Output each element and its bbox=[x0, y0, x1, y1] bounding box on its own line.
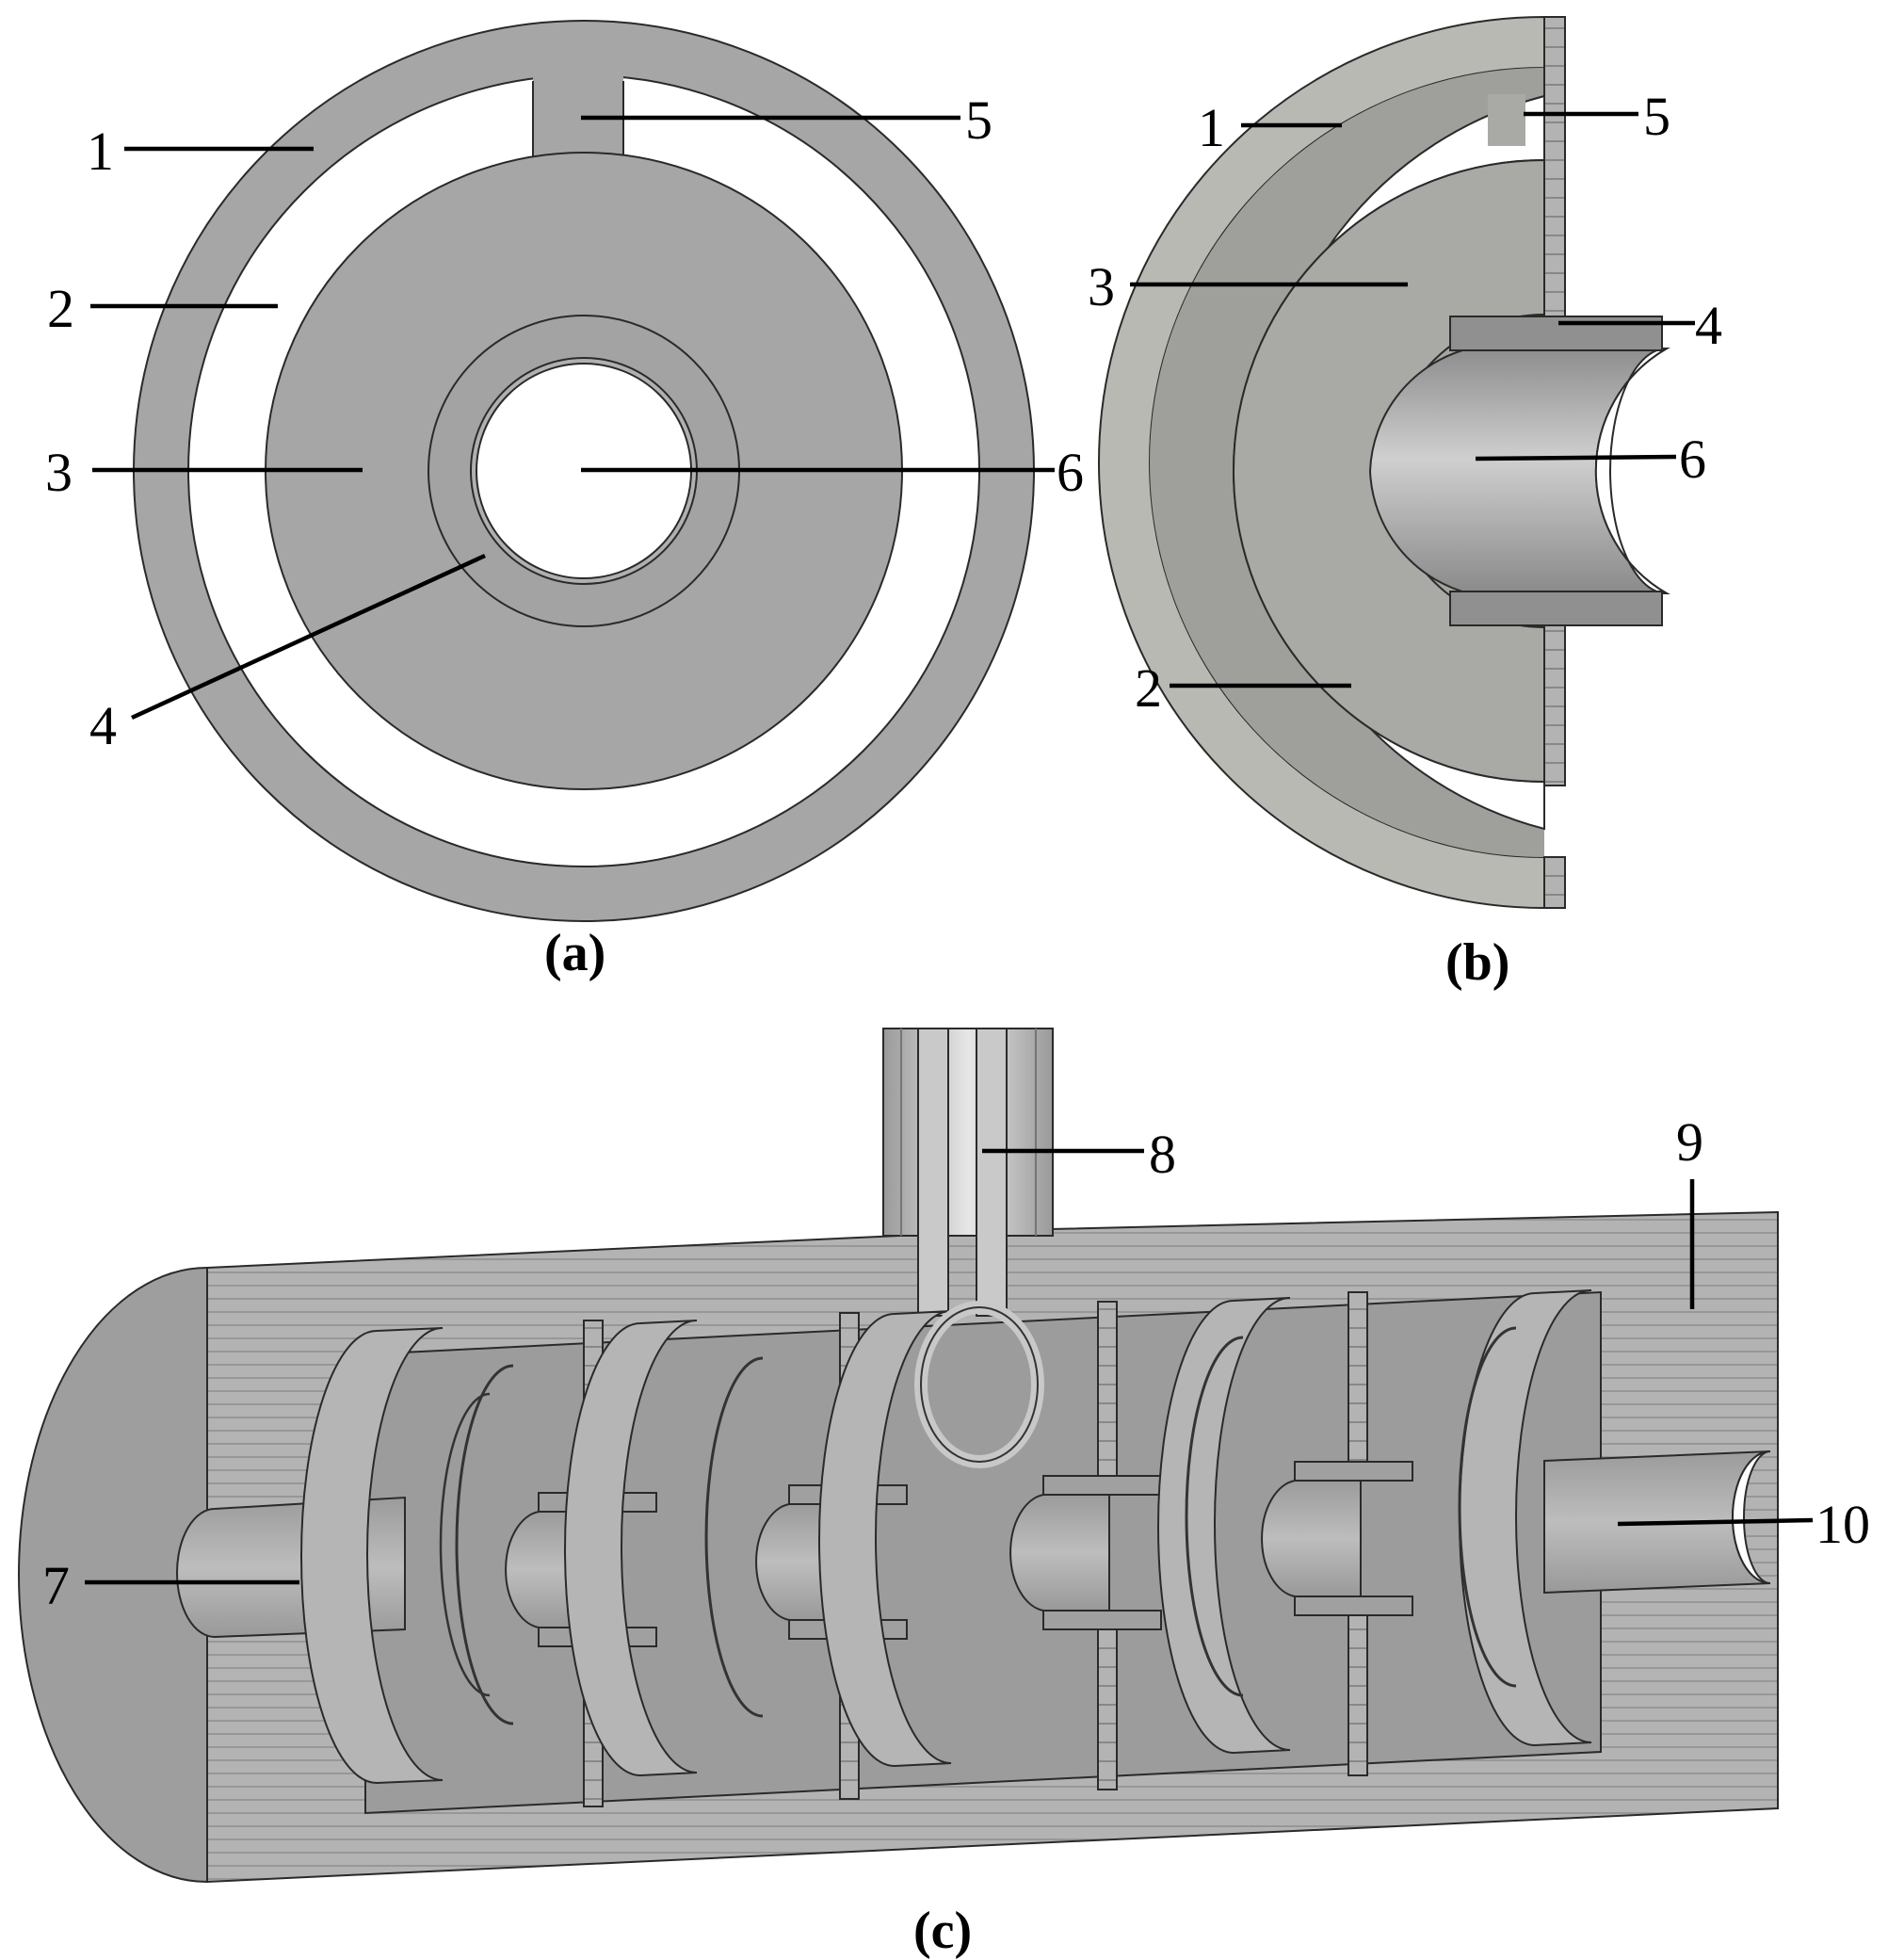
callout-b-4: 4 bbox=[1695, 295, 1722, 356]
callout-b-5: 5 bbox=[1643, 86, 1670, 147]
wall-section-lower bbox=[1543, 624, 1566, 786]
callout-c-10: 10 bbox=[1815, 1494, 1870, 1555]
caption-a: (a) bbox=[544, 924, 605, 982]
callout-c-9: 9 bbox=[1676, 1111, 1703, 1173]
panel-b-half-section: 1 2 3 4 5 6 (b) bbox=[1088, 15, 1722, 992]
callout-a-3: 3 bbox=[45, 442, 73, 503]
panel-c-assembly: 7 8 9 10 (c) bbox=[18, 1028, 1870, 1960]
panel-a-front-view: 1 2 3 4 5 6 (a) bbox=[45, 20, 1084, 982]
coupling-port bbox=[882, 1028, 1054, 1237]
callout-a-1: 1 bbox=[87, 121, 114, 182]
callout-b-1: 1 bbox=[1198, 97, 1225, 158]
wall-section-upper bbox=[1543, 16, 1566, 317]
callout-c-7: 7 bbox=[42, 1555, 70, 1616]
callout-b-6: 6 bbox=[1679, 429, 1706, 490]
callout-c-8: 8 bbox=[1149, 1124, 1176, 1185]
callout-a-4: 4 bbox=[89, 695, 117, 756]
nose-flange-lower bbox=[1449, 591, 1663, 626]
cell-4 bbox=[1157, 1291, 1413, 1776]
cell-5 bbox=[1458, 1289, 1592, 1747]
callout-a-2: 2 bbox=[47, 278, 74, 339]
callout-a-6: 6 bbox=[1057, 442, 1084, 503]
wall-section-bottom bbox=[1543, 856, 1566, 909]
cell-3 bbox=[818, 1301, 1162, 1790]
callout-b-3: 3 bbox=[1088, 256, 1115, 317]
caption-b: (b) bbox=[1445, 933, 1509, 992]
end-cap bbox=[18, 1266, 208, 1884]
beam-pipe-half bbox=[1368, 348, 1670, 594]
callout-a-5: 5 bbox=[965, 89, 992, 151]
caption-c: (c) bbox=[913, 1902, 972, 1960]
outer-shell-inner-band bbox=[1150, 68, 1544, 857]
bridge-b bbox=[1488, 94, 1525, 146]
callout-b-2: 2 bbox=[1135, 657, 1162, 719]
